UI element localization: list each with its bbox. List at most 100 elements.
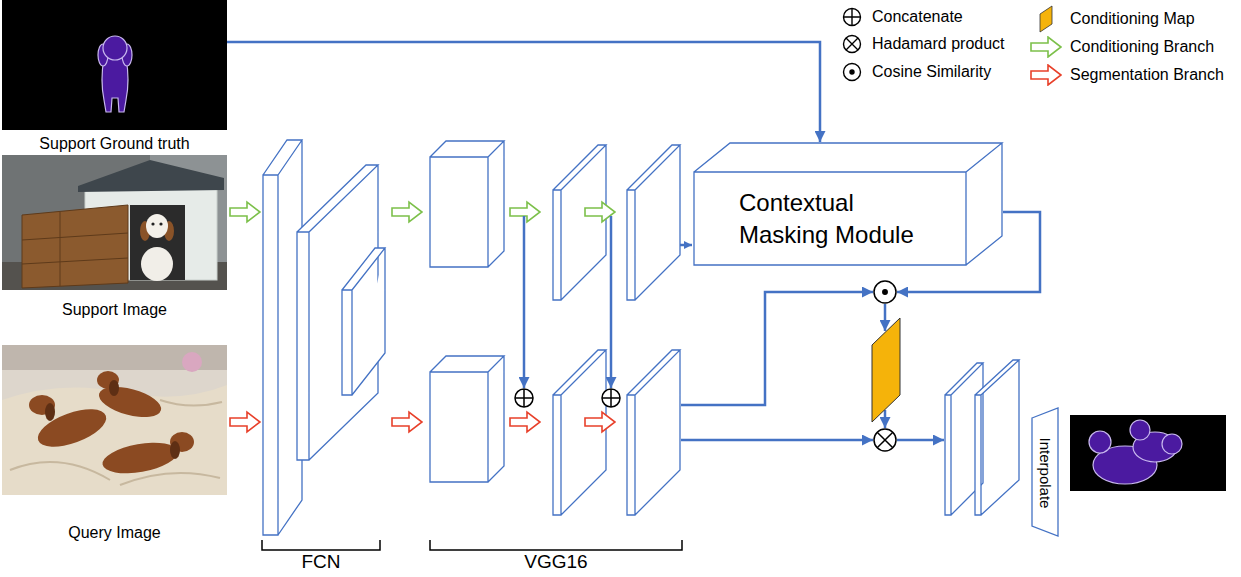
image-caption: Support Ground truth (39, 134, 189, 153)
support-photo (2, 155, 227, 290)
legend-item: Segmentation Branch (1030, 64, 1224, 86)
support-photo (159, 222, 162, 225)
image-area (2, 0, 227, 130)
segmentation-arrow (230, 412, 615, 432)
output-mask (1089, 420, 1182, 484)
operator-symbol (844, 9, 861, 26)
legend-text: Concatenate (872, 8, 963, 26)
ground-truth-mask (98, 36, 132, 112)
legend-item: Conditioning Map (1030, 4, 1195, 34)
operator-symbol (844, 64, 861, 81)
fcn-layer (263, 140, 385, 535)
bracket (430, 540, 682, 550)
segmentation-arrow (230, 412, 260, 432)
operator-symbol (844, 36, 861, 53)
image-panel: Query Image (2, 345, 227, 542)
query-photo (2, 345, 227, 495)
support-photo (141, 247, 173, 281)
operator-symbol (844, 9, 861, 26)
query-photo (160, 400, 222, 406)
segmentation-arrow (510, 412, 540, 432)
bracket (262, 540, 682, 550)
conditioning-arrow (392, 202, 422, 222)
decoder-layer (945, 360, 1019, 515)
query-photo (45, 380, 180, 459)
branch-arrow-sample (1031, 37, 1061, 57)
query-photo (182, 352, 202, 372)
query-photo (45, 403, 55, 421)
image-area (2, 345, 227, 495)
concatenate-symbol (515, 389, 533, 407)
hadamard-symbol (874, 429, 896, 451)
flow-line (884, 410, 887, 428)
cosine-symbol (874, 281, 896, 303)
conditioning-map (872, 318, 900, 422)
output-mask (1070, 415, 1226, 491)
conditioning-arrow (230, 202, 260, 222)
support-photo (22, 212, 128, 286)
operator-symbol (844, 64, 861, 81)
hadamard-symbol (874, 429, 896, 451)
flow-line (681, 292, 873, 405)
concatenate-symbol (602, 389, 620, 407)
bracket (262, 540, 380, 550)
query-photo (100, 438, 180, 479)
stage-label: VGG16 (524, 552, 587, 572)
legend-sample (1030, 36, 1062, 58)
flow-line (681, 439, 873, 442)
legend-item: Cosine Similarity (840, 61, 991, 83)
output-mask (1130, 420, 1150, 440)
legend-text: Conditioning Map (1070, 10, 1195, 28)
support-photo (22, 258, 128, 264)
ground-truth-mask (2, 0, 227, 130)
legend-item: Hadamard product (840, 33, 1005, 55)
cosine-symbol (874, 281, 896, 303)
legend-sample (840, 33, 866, 55)
connector-arrow (227, 42, 820, 142)
image-caption: Support Image (62, 300, 167, 319)
flow-line (884, 304, 887, 331)
vgg-layer (430, 356, 504, 482)
support-photo (78, 160, 224, 192)
operator-symbol (850, 70, 854, 74)
query-photo (170, 441, 180, 459)
conditioning-arrow (230, 202, 615, 222)
concatenate-symbol (515, 389, 533, 407)
decoder-layer (975, 360, 1019, 515)
support-photo (130, 205, 185, 280)
output-mask (1070, 415, 1226, 491)
support-photo (146, 214, 168, 238)
ground-truth-mask (103, 36, 127, 60)
interpolate-label: Interpolate (1037, 437, 1054, 508)
concatenate-symbol (602, 389, 620, 407)
concatenate-symbol (515, 389, 620, 407)
legend-item: Concatenate (840, 6, 963, 28)
hadamard-symbol (877, 432, 893, 448)
vgg-layer (430, 141, 504, 267)
flow-line (523, 216, 526, 388)
query-photo (10, 462, 110, 480)
legend-text: Segmentation Branch (1070, 66, 1224, 84)
support-photo (2, 155, 227, 290)
fcn-layer (297, 165, 378, 460)
support-photo (60, 212, 61, 286)
output-mask (1089, 431, 1111, 453)
legend-swatch (1040, 6, 1052, 32)
vgg-layer (627, 350, 680, 515)
image-caption: Query Image (68, 523, 160, 542)
image-panel: Support Ground truth (2, 0, 227, 153)
legend-text: Cosine Similarity (872, 63, 991, 81)
flow-line (897, 439, 944, 442)
ground-truth-mask (102, 58, 128, 112)
query-photo (2, 345, 227, 495)
operator-symbol (844, 9, 861, 26)
support-photo (22, 205, 128, 288)
vgg-layer (553, 145, 606, 300)
legend-sample (840, 61, 866, 83)
image-panel: Support Image (2, 155, 227, 319)
query-photo (109, 380, 119, 396)
module-box: Contextual Masking Module (693, 142, 1004, 267)
support-photo (151, 222, 154, 225)
cosine-symbol (883, 290, 887, 294)
legend-sample (840, 6, 866, 28)
